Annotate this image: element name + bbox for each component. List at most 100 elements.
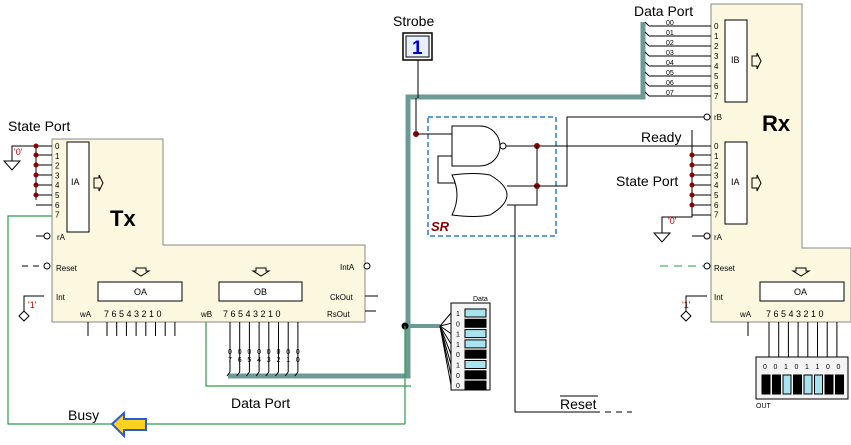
out-led-value-7: 0 (837, 364, 841, 371)
bus-tap-00: 00 (666, 20, 674, 27)
ob-tap-00-b: 0 (296, 357, 300, 364)
out-led-2 (782, 374, 792, 395)
bus-tap-06: 06 (666, 80, 674, 87)
rx-state-pin-1: 1 (714, 152, 719, 161)
ob-tap-05-b: 5 (247, 357, 251, 364)
ob-tap-07-a: 0 (228, 349, 232, 356)
state-port-left-label: State Port (8, 118, 70, 134)
out-led-value-0: 0 (763, 364, 767, 371)
rx-data-pin-7: 7 (714, 92, 719, 101)
rx-int-one: '1' (680, 295, 707, 322)
out-led-1 (772, 374, 781, 395)
rx-title: Rx (762, 111, 791, 136)
data-switch-2[interactable] (464, 329, 487, 339)
sr-label: SR (431, 219, 450, 234)
bus-tap-01: 01 (666, 30, 674, 37)
rx-int-label: Int (714, 293, 724, 302)
tx-oa-register (97, 281, 183, 302)
rx-data-pin-2: 2 (714, 42, 719, 51)
tx-wa-label: wA (79, 310, 92, 319)
busy-arrow-icon (110, 410, 147, 439)
data-switch-4[interactable] (464, 349, 487, 359)
sr-latch-box (427, 116, 557, 237)
data-bus (228, 22, 646, 379)
data-switch-7[interactable] (464, 380, 487, 390)
rx-state-pin-0: 0 (714, 142, 719, 151)
wb-wire (205, 322, 411, 387)
rx-state-pin-7: 7 (714, 211, 719, 220)
data-switch-6[interactable] (464, 370, 487, 380)
out-led-value-5: 1 (816, 364, 820, 371)
rx-reset-label: Reset (714, 264, 736, 273)
ob-tap-04-a: 0 (257, 349, 261, 356)
tx-wb-label: wB (200, 310, 212, 319)
ready-label: Ready (641, 129, 681, 145)
tx-oa-output-pins (106, 322, 176, 336)
ob-tap-05-a: 0 (247, 349, 251, 356)
data-switch-value-7: 0 (456, 383, 460, 390)
out-led-5 (814, 374, 823, 395)
bus-tap-07: 07 (666, 90, 674, 97)
rx-oa-label: OA (794, 287, 807, 297)
data-switch-1[interactable] (464, 318, 487, 328)
tx-reset-label: Reset (56, 264, 78, 273)
ob-tap-03-a: 0 (267, 349, 271, 356)
ob-tap-00-a: 0 (296, 349, 300, 356)
busy-wire (7, 215, 148, 425)
ob-tap-04-b: 4 (257, 357, 261, 364)
rx-ia-label: IA (731, 177, 740, 187)
tx-rsout-label: RsOut (327, 310, 350, 319)
data-switch-0[interactable] (464, 308, 487, 318)
rx-wa-label: wA (739, 310, 752, 319)
bus-tap-04: 04 (666, 60, 674, 67)
strobe-value: 1 (412, 38, 423, 59)
rx-state-pin-5: 5 (714, 191, 719, 200)
out-led-7 (835, 374, 844, 395)
rx-ia-register (724, 141, 748, 225)
data-switch-value-5: 1 (456, 363, 460, 370)
rx-data-pin-4: 4 (714, 62, 719, 71)
ob-tap-02-a: 0 (277, 349, 281, 356)
or-gate-bottom (451, 173, 508, 217)
rx-ib-arrow-icon (751, 52, 762, 70)
tx-ob-arrow-icon (251, 267, 271, 277)
tx-ob-register (218, 281, 303, 302)
data-switch-5[interactable] (464, 360, 487, 369)
data-switch-value-2: 1 (456, 332, 460, 339)
data-switch-value-3: 1 (456, 342, 460, 349)
strobe-button[interactable]: 1 (402, 32, 433, 61)
bus-tap-05: 05 (666, 70, 674, 77)
tx-title: Tx (110, 206, 136, 231)
data-port-top-label: Data Port (634, 3, 693, 19)
svg-text:'0': '0' (668, 216, 677, 226)
reset-label: Reset (560, 396, 597, 412)
tx-ob-label: OB (254, 287, 267, 297)
rx-state-pin-4: 4 (714, 181, 719, 190)
ob-tap-02-b: 2 (277, 357, 281, 364)
tx-state-pin-6: 6 (55, 201, 60, 210)
tx-ia-register (66, 141, 90, 233)
tx-ob-bits: 7 6 5 4 3 2 1 0 (223, 309, 281, 319)
tx-ground-zero: '0' (2, 145, 37, 200)
bus-tap-02: 02 (666, 40, 674, 47)
rx-block: IB rB Rx IA rA Reset Int OA wA 7 6 5 4 3… (710, 3, 851, 323)
strobe-label: Strobe (393, 13, 434, 29)
data-switch-3[interactable] (464, 339, 487, 349)
rx-state-pin-6: 6 (714, 201, 719, 210)
out-led-value-2: 1 (784, 364, 788, 371)
tx-ra-label: rA (57, 233, 66, 242)
ob-tap-01-b: 1 (286, 357, 290, 364)
rx-state-port-pins (660, 113, 711, 270)
rx-data-pin-3: 3 (714, 52, 719, 61)
tx-ia-arrow-icon (93, 174, 104, 192)
out-led-value-3: 0 (795, 364, 799, 371)
out-led-value-1: 0 (774, 364, 778, 371)
tx-state-pin-7: 7 (55, 211, 60, 220)
rx-rb-label: rB (714, 113, 722, 122)
tx-int-one: '1' (18, 295, 44, 322)
svg-text:'1': '1' (28, 300, 37, 310)
